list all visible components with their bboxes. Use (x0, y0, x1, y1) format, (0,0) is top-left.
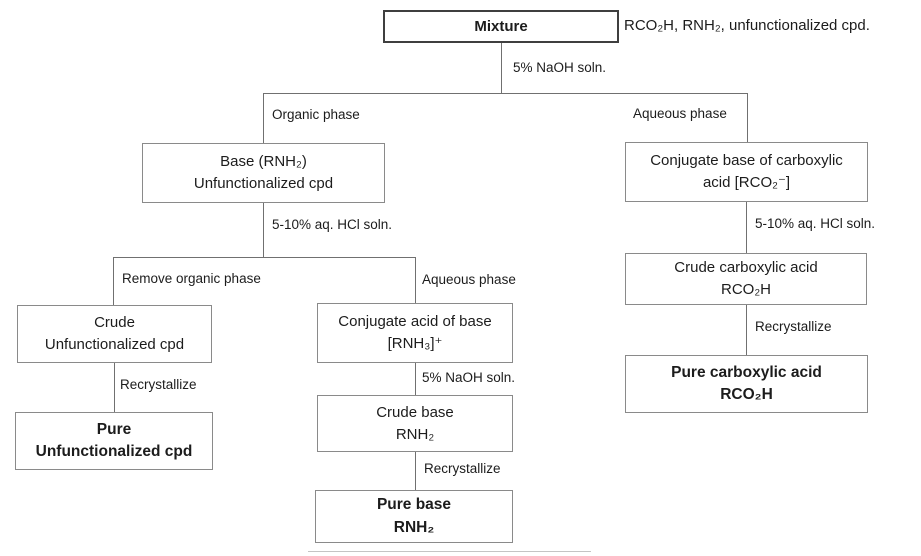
box-crude-base-line1: Crude base (376, 403, 454, 421)
box-mixture-line1: Mixture (474, 17, 528, 35)
box-pure-base: Pure base RNH₂ (315, 490, 513, 543)
connector-aqueous-down (747, 93, 748, 142)
connector-hcl-right-down (746, 202, 747, 253)
box-conjugate-acid-line1: Conjugate acid of base (338, 313, 492, 331)
edge-label-naoh-top: 5% NaOH soln. (513, 60, 607, 75)
box-pure-unfunc-line1: Pure (96, 420, 132, 438)
box-pure-unfunctionalized: Pure Unfunctionalized cpd (15, 412, 213, 470)
box-base-line2: Unfunctionalized cpd (193, 175, 334, 192)
bottom-rule (308, 551, 591, 552)
edge-label-recrystallize-mid: Recrystallize (424, 461, 501, 476)
box-crude-acid-line2: RCO₂H (721, 281, 771, 298)
edge-label-hcl-left: 5-10% aq. HCl soln. (272, 217, 393, 232)
box-crude-unfunc-line1: Crude (94, 314, 135, 332)
box-pure-base-line2: RNH₂ (393, 518, 435, 536)
box-conjugate-acid-line2: [RNH₃]⁺ (387, 335, 443, 352)
box-pure-unfunc-line2: Unfunctionalized cpd (35, 443, 193, 460)
box-base-unfunctionalized: Base (RNH₂) Unfunctionalized cpd (142, 143, 385, 203)
edge-label-naoh-mid: 5% NaOH soln. (422, 370, 516, 385)
box-mixture: Mixture (383, 10, 619, 43)
edge-label-recrystallize-right: Recrystallize (755, 319, 832, 334)
edge-label-hcl-right: 5-10% aq. HCl soln. (755, 216, 876, 231)
connector-recrystallize-mid (415, 452, 416, 490)
box-pure-base-line1: Pure base (376, 496, 452, 514)
connector-split2-horizontal (113, 257, 416, 258)
edge-label-organic-phase: Organic phase (272, 107, 360, 122)
box-conjugate-acid: Conjugate acid of base [RNH₃]⁺ (317, 303, 513, 363)
connector-base-down (263, 203, 264, 257)
box-crude-unfunctionalized: Crude Unfunctionalized cpd (17, 305, 212, 363)
edge-label-aqueous-phase-top: Aqueous phase (633, 106, 727, 121)
box-crude-carboxylic-acid: Crude carboxylic acid RCO₂H (625, 253, 867, 305)
box-crude-base: Crude base RNH₂ (317, 395, 513, 452)
box-conjugate-base-line1: Conjugate base of carboxylic (650, 152, 843, 170)
box-base-line1: Base (RNH₂) (220, 153, 307, 171)
connector-organic-down (263, 93, 264, 143)
box-crude-acid-line1: Crude carboxylic acid (674, 259, 818, 277)
connector-recrystallize-left (114, 363, 115, 412)
connector-mixture-down (501, 43, 502, 93)
box-crude-base-line2: RNH₂ (395, 425, 435, 443)
box-conjugate-base-line2: acid [RCO₂⁻] (702, 174, 791, 191)
edge-label-remove-organic-phase: Remove organic phase (122, 271, 261, 286)
box-conjugate-base: Conjugate base of carboxylic acid [RCO₂⁻… (625, 142, 868, 202)
box-pure-acid-line1: Pure carboxylic acid (671, 363, 822, 381)
connector-naoh2-down (415, 363, 416, 395)
connector-split1-horizontal (263, 93, 748, 94)
box-crude-unfunc-line2: Unfunctionalized cpd (44, 336, 185, 353)
connector-remove-down (113, 257, 114, 305)
edge-label-recrystallize-left: Recrystallize (120, 377, 197, 392)
connector-recrystallize-right (746, 305, 747, 355)
box-pure-carboxylic-acid: Pure carboxylic acid RCO₂H (625, 355, 868, 413)
edge-label-aqueous-phase-mid: Aqueous phase (422, 272, 516, 287)
mixture-components-annotation: RCO₂H, RNH₂, unfunctionalized cpd. (624, 17, 870, 34)
connector-aqueous2-down (415, 257, 416, 303)
box-pure-acid-line2: RCO₂H (720, 386, 773, 403)
